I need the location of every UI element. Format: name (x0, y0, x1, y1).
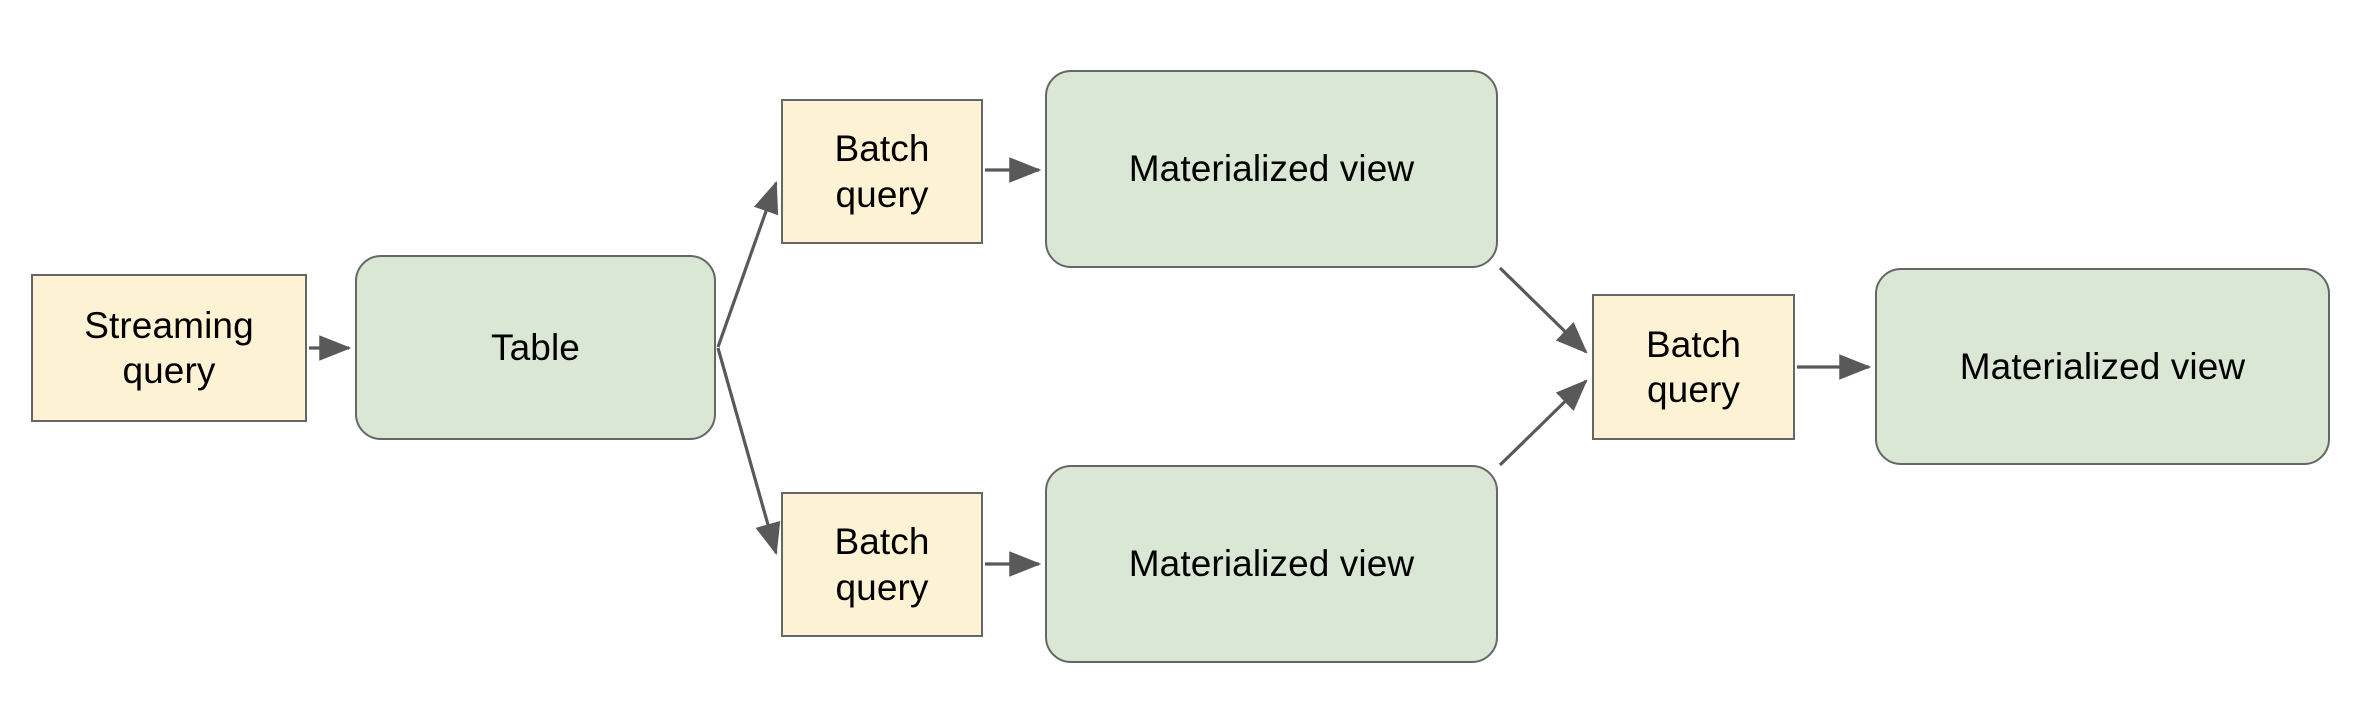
node-streaming-query[interactable]: Streaming query (31, 274, 307, 422)
node-batch-query-center[interactable]: Batch query (1592, 294, 1795, 440)
node-materialized-view-right-label: Materialized view (1959, 345, 2246, 387)
edge-mv-top-to-batch-center (1498, 266, 1588, 354)
node-batch-query-top[interactable]: Batch query (781, 99, 983, 244)
node-batch-query-bottom[interactable]: Batch query (781, 492, 983, 637)
node-streaming-query-label: Streaming query (84, 304, 254, 391)
node-table[interactable]: Table (355, 255, 716, 440)
node-table-label: Table (491, 326, 580, 368)
node-materialized-view-top[interactable]: Materialized view (1045, 70, 1498, 268)
node-materialized-view-right[interactable]: Materialized view (1875, 268, 2330, 465)
edge-table-to-batch-bottom (716, 347, 781, 556)
node-materialized-view-bottom[interactable]: Materialized view (1045, 465, 1498, 663)
edge-table-to-batch-top (716, 180, 779, 348)
node-materialized-view-bottom-label: Materialized view (1128, 543, 1415, 585)
node-materialized-view-top-label: Materialized view (1128, 148, 1415, 190)
node-batch-query-bottom-label: Batch query (834, 521, 930, 608)
node-batch-query-top-label: Batch query (834, 128, 930, 215)
node-batch-query-center-label: Batch query (1645, 323, 1742, 410)
edge-mv-bottom-to-batch-center (1498, 379, 1588, 467)
